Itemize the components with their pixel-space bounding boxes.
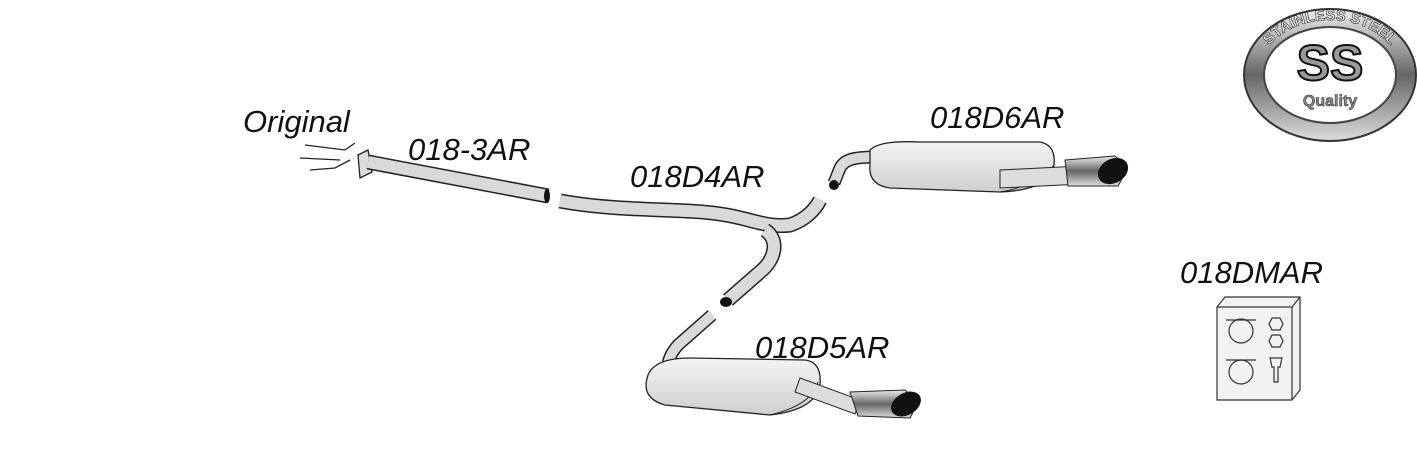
left-muffler-018D5AR <box>645 310 921 419</box>
y-pipe-018D4AR <box>558 193 827 307</box>
mounting-kit-018DMAR <box>1216 296 1301 401</box>
badge-quality-text: Quality <box>1303 93 1357 110</box>
badge-ss-text: SS <box>1297 35 1364 91</box>
label-018-3AR: 018-3AR <box>408 132 531 167</box>
stainless-steel-badge-logo: STAINLESS STEEL SS Quality <box>1243 7 1417 142</box>
original-pipe-stub <box>299 142 373 180</box>
label-original: Original <box>243 104 350 139</box>
front-pipe-018-3AR <box>366 154 550 204</box>
label-018DMAR: 018DMAR <box>1180 255 1323 290</box>
label-018D6AR: 018D6AR <box>930 100 1065 135</box>
label-018D5AR: 018D5AR <box>755 330 890 365</box>
right-muffler-018D6AR <box>827 141 1129 193</box>
label-018D4AR: 018D4AR <box>630 159 765 194</box>
